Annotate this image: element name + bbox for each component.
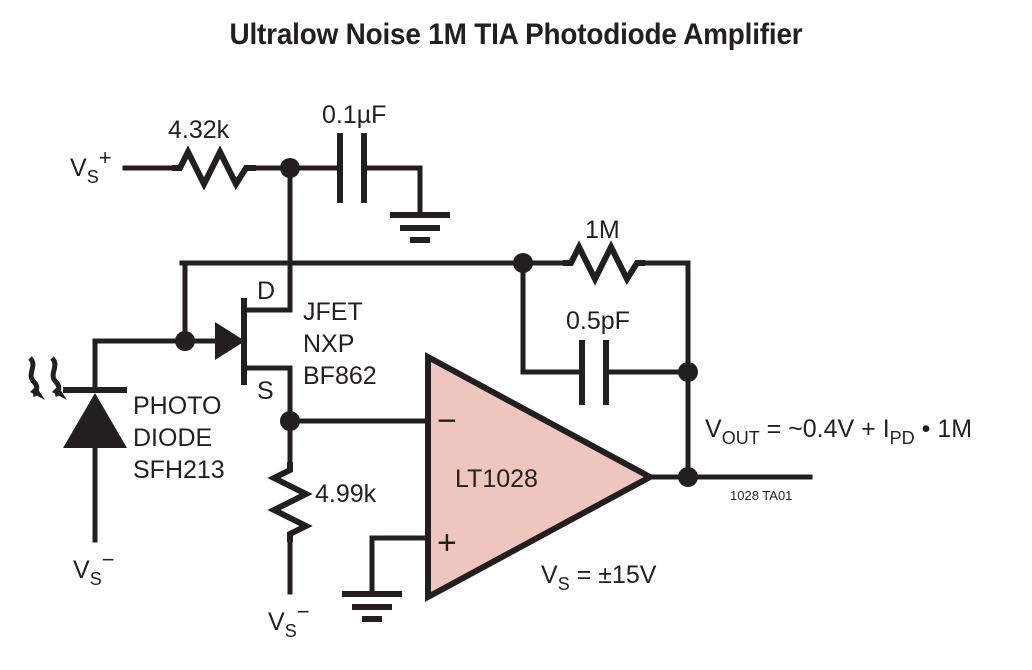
label-vs-negative-photodiode: VS−: [73, 547, 115, 589]
label-jfet-line2: NXP: [303, 330, 354, 358]
light-arrow-2-head: [52, 386, 67, 400]
label-photodiode-line1: PHOTO: [133, 392, 221, 420]
figure-caption: 1028 TA01: [730, 488, 792, 503]
label-opamp-noninverting: +: [437, 524, 457, 562]
label-opamp-part: LT1028: [455, 465, 538, 493]
wire-rfeedback-to-right-node: [642, 260, 691, 375]
wire-noninverting-input-to-ground: [369, 535, 431, 595]
label-jfet-line1: JFET: [303, 298, 363, 326]
label-jfet-drain: D: [257, 277, 275, 305]
page-title: Ultralow Noise 1M TIA Photodiode Amplifi…: [229, 18, 803, 51]
label-opamp-inverting: −: [437, 402, 457, 440]
label-resistor-4-99k: 4.99k: [315, 480, 377, 508]
label-vs-positive: VS+: [70, 145, 112, 187]
label-jfet-source: S: [257, 377, 274, 405]
wire-jfet-source: [241, 365, 293, 424]
wire-cbypass-to-ground: [361, 165, 423, 216]
resistor-4-32k-symbol: [172, 145, 256, 191]
junction-dot-output: [678, 467, 698, 487]
photodiode-anode-triangle: [63, 393, 127, 448]
jfet-gate-arrow: [215, 322, 245, 360]
label-resistor-1m: 1M: [585, 216, 620, 244]
resistor-1m-symbol: [563, 240, 645, 286]
light-arrows-icon: [27, 356, 67, 400]
label-vs-negative-source: VS−: [268, 599, 310, 641]
label-supply-note: VS = ±15V: [541, 561, 657, 594]
label-output-equation: VOUT = ~0.4V + IPD • 1M: [705, 415, 972, 448]
label-resistor-4-32k: 4.32k: [168, 116, 230, 144]
light-arrow-1-head: [30, 386, 45, 400]
wire-feedback-left-to-cfeedback: [520, 260, 583, 375]
label-capacitor-0-5pf: 0.5pF: [566, 307, 630, 335]
resistor-4-99k-symbol: [267, 462, 313, 542]
opamp-triangle: [425, 351, 657, 603]
label-capacitor-0-1uf: 0.1µF: [322, 101, 386, 129]
label-photodiode-line3: SFH213: [133, 456, 225, 484]
label-jfet-line3: BF862: [303, 362, 377, 390]
label-photodiode-line2: DIODE: [133, 424, 212, 452]
